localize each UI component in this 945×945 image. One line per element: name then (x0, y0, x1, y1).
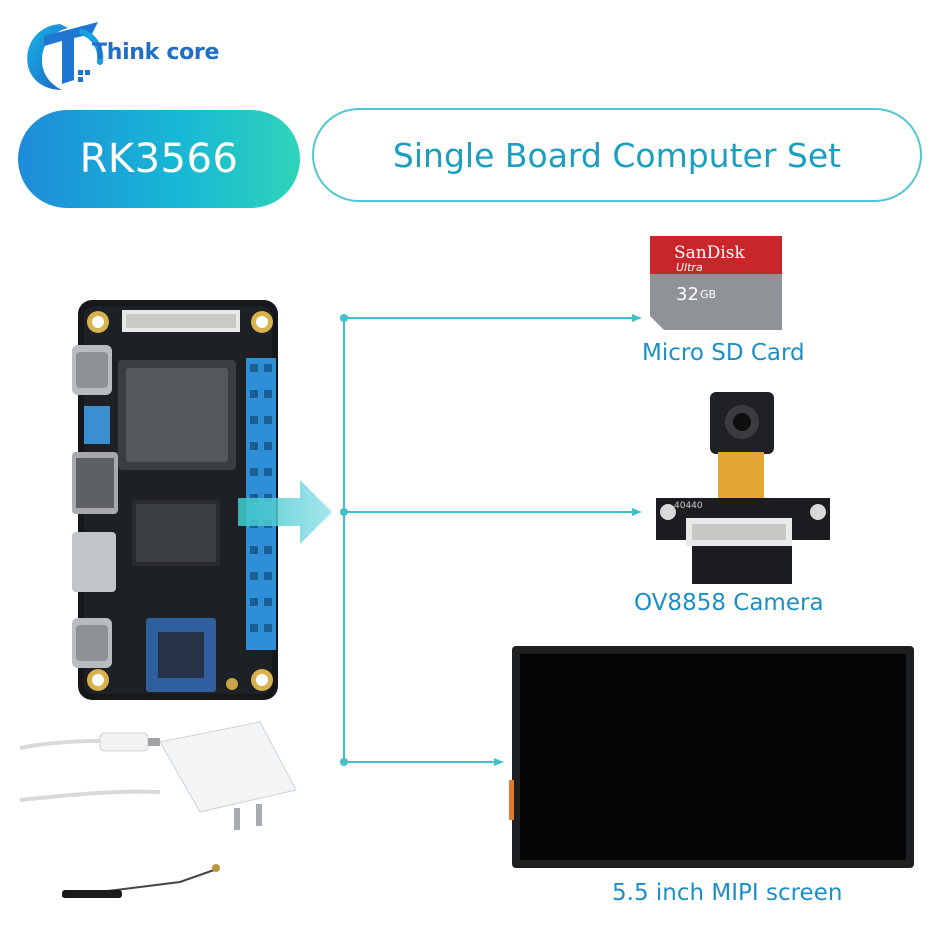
screen-image (509, 646, 914, 868)
arrow-tip-icon (494, 758, 504, 766)
antenna-image (61, 864, 220, 898)
sd-line: Ultra (676, 261, 703, 274)
chip-label: RK3566 (79, 136, 239, 182)
page-title: Single Board Computer Set (392, 135, 842, 175)
camera-board-mark: 40440 (674, 501, 703, 511)
logo-mark-icon (27, 22, 104, 90)
sd-unit: GB (700, 288, 716, 301)
connector-node (340, 508, 348, 516)
sd-brand: SanDisk (674, 243, 746, 263)
logo-text: Think core (92, 40, 220, 65)
screen-caption: 5.5 inch MIPI screen (612, 880, 843, 906)
board-image (72, 300, 278, 700)
connector-node (340, 758, 348, 766)
arrow-tip-icon (632, 508, 642, 516)
connector-node (340, 314, 348, 322)
arrow-right-icon (238, 480, 332, 544)
sd-card-caption: Micro SD Card (642, 340, 805, 366)
sd-card-image: SanDisk Ultra 32 GB (650, 236, 782, 330)
title-pill: Single Board Computer Set (312, 108, 922, 202)
power-adapter-image (19, 721, 297, 830)
camera-caption: OV8858 Camera (634, 590, 824, 616)
brand-logo (22, 14, 232, 94)
arrow-tip-icon (632, 314, 642, 322)
connector-lines (343, 317, 640, 763)
sd-capacity: 32 (676, 284, 699, 305)
camera-image: 40440 (656, 392, 830, 584)
chip-badge: RK3566 (18, 110, 300, 208)
